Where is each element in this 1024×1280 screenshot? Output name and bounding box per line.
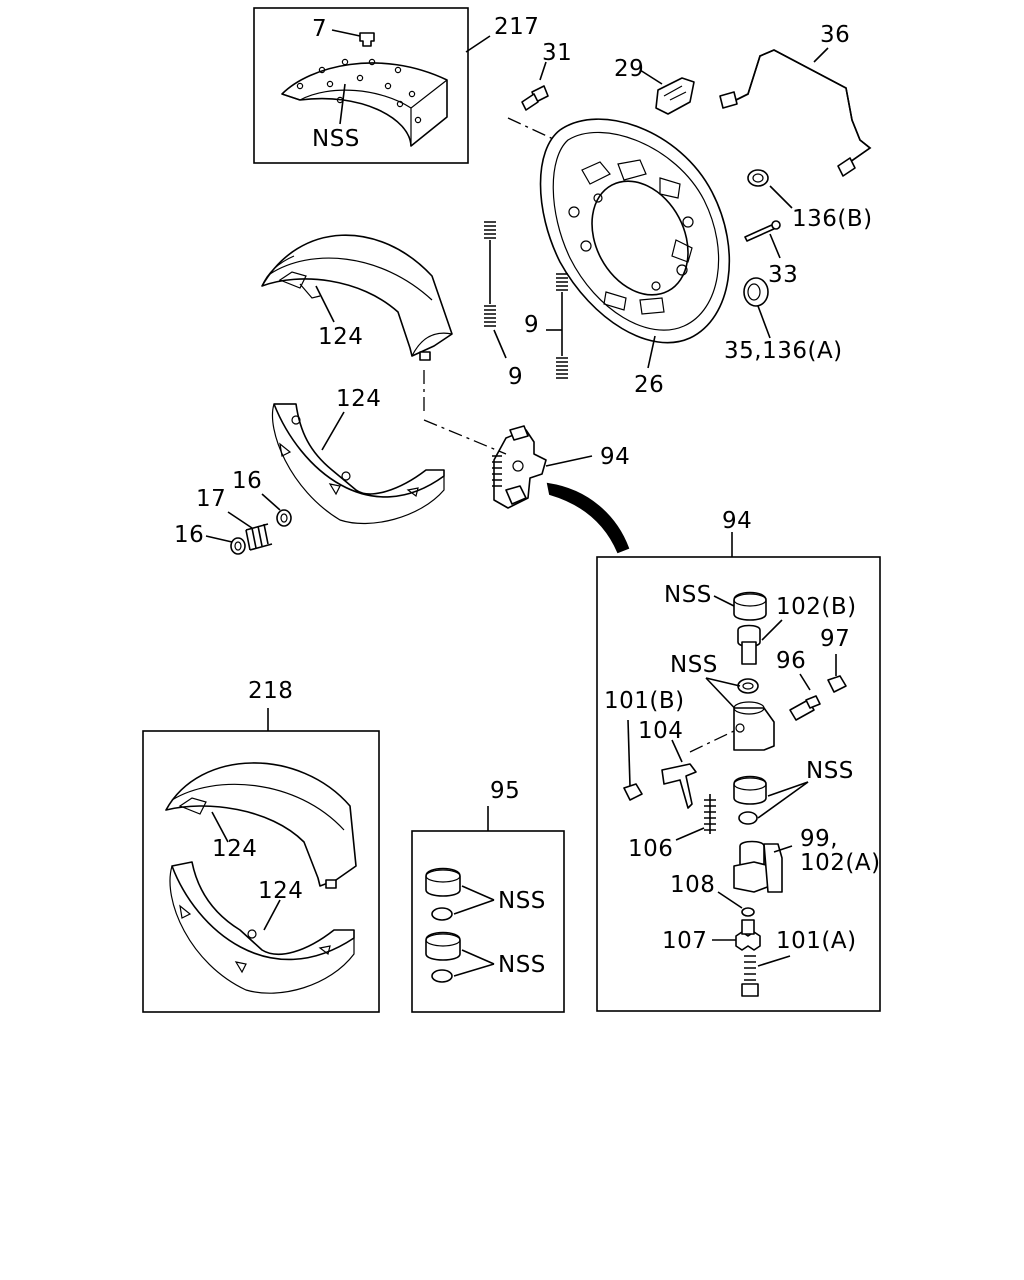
lining-kit-box [253, 7, 469, 164]
label-101a: 101(A) [776, 928, 857, 954]
label-108: 108 [670, 872, 715, 898]
label-97: 97 [820, 626, 850, 652]
label-16-top: 16 [232, 468, 262, 494]
label-nss-cap: NSS [664, 582, 712, 608]
label-16-left: 16 [174, 522, 204, 548]
label-nss-ring: NSS [670, 652, 718, 678]
label-26: 26 [634, 372, 664, 398]
wheel-cylinder-94-part [492, 425, 593, 509]
adjuster-spring-17-part [205, 493, 292, 555]
label-29: 29 [614, 56, 644, 82]
rivet-7-part [359, 32, 375, 47]
label-102a: 102(A) [800, 850, 881, 876]
spring-9-upper-part [484, 221, 507, 359]
wheel-cylinder-detail-box [596, 532, 881, 1012]
spring-9-lower-part [546, 273, 568, 379]
label-35-136a: 35,136(A) [724, 338, 843, 364]
label-9-upper: 9 [524, 312, 539, 338]
label-124-upper: 124 [318, 324, 363, 350]
label-7: 7 [312, 16, 327, 42]
pin-33-part [744, 220, 781, 259]
label-217: 217 [494, 14, 539, 40]
label-31: 31 [542, 40, 572, 66]
brake-pipe-36-part [719, 47, 872, 177]
label-124-box-upper: 124 [212, 836, 257, 862]
label-95: 95 [490, 778, 520, 804]
label-36: 36 [820, 22, 850, 48]
label-nss-kit-2: NSS [498, 952, 546, 978]
label-96: 96 [776, 648, 806, 674]
label-99: 99, [800, 826, 838, 852]
brake-shoe-lower-part [271, 403, 445, 524]
lining-kit-217-group [253, 7, 491, 164]
plug-35-part [743, 277, 771, 339]
bolt-31-part [521, 61, 549, 111]
backing-plate-26-part [539, 118, 731, 369]
brake-lining-part [281, 58, 448, 147]
label-nss-cup: NSS [806, 758, 854, 784]
label-136b: 136(B) [792, 206, 873, 232]
label-101b: 101(B) [604, 688, 685, 714]
label-124-box-lower: 124 [258, 878, 303, 904]
label-107: 107 [662, 928, 707, 954]
detail-arrow [546, 482, 630, 554]
label-94-box: 94 [722, 508, 752, 534]
label-218: 218 [248, 678, 293, 704]
label-106: 106 [628, 836, 673, 862]
label-102b: 102(B) [776, 594, 857, 620]
clip-29-part [639, 69, 695, 115]
label-104: 104 [638, 718, 683, 744]
label-nss-lining: NSS [312, 126, 360, 152]
brake-shoe-upper-part [261, 234, 453, 361]
shoe-set-218-group [142, 708, 380, 1013]
label-94-main: 94 [600, 444, 630, 470]
label-17: 17 [196, 486, 226, 512]
grommet-136b-part [747, 169, 793, 209]
label-9-lower: 9 [508, 364, 523, 390]
label-nss-kit-1: NSS [498, 888, 546, 914]
label-33: 33 [768, 262, 798, 288]
label-124-lower: 124 [336, 386, 381, 412]
repair-kit-95-group [411, 806, 565, 1013]
